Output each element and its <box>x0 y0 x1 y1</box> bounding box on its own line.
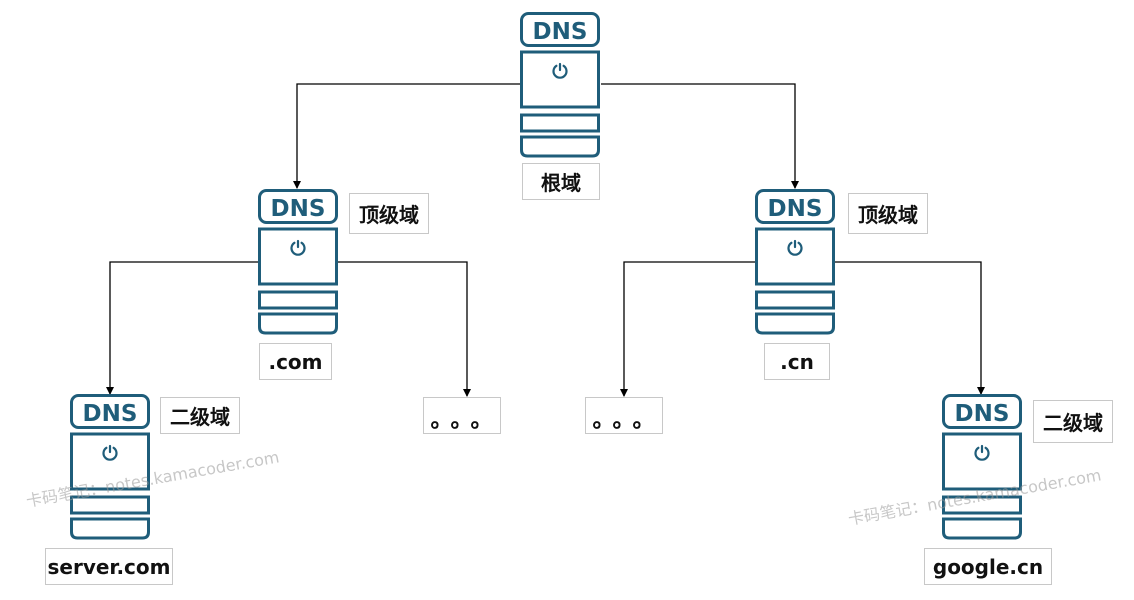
power-icon <box>974 444 990 461</box>
root-dns-server: DNS <box>520 12 600 158</box>
edge-com-to-server <box>106 261 259 395</box>
edge-com-to-ellipsis <box>337 261 471 397</box>
sld-google-label: google.cn <box>924 548 1052 585</box>
tld-cn-level-label: 顶级域 <box>848 193 928 234</box>
root-label: 根域 <box>522 163 600 200</box>
tld-cn-label: .cn <box>764 343 830 380</box>
dns-badge-text: DNS <box>768 196 823 222</box>
ellipsis-box-left: 。。。 <box>423 397 501 434</box>
power-icon <box>290 239 306 256</box>
sld-google-level-label: 二级域 <box>1033 400 1113 443</box>
sld-server-level-label: 二级域 <box>160 397 240 434</box>
power-icon <box>787 239 803 256</box>
tld-cn-dns-server: DNS <box>755 189 835 335</box>
power-icon <box>552 62 568 79</box>
edge-root-to-com <box>293 83 521 189</box>
dns-badge-text: DNS <box>271 196 326 222</box>
dns-badge-text: DNS <box>83 401 138 427</box>
tld-com-label: .com <box>259 343 332 380</box>
ellipsis-box-right: 。。。 <box>585 397 663 434</box>
edges <box>106 83 985 397</box>
sld-server-dns-server: DNS <box>70 394 150 540</box>
tld-com-dns-server: DNS <box>258 189 338 335</box>
tld-com-level-label: 顶级域 <box>349 193 429 234</box>
sld-server-label: server.com <box>45 548 173 585</box>
edge-root-to-cn <box>601 83 799 189</box>
dns-badge-text: DNS <box>955 401 1010 427</box>
sld-google-dns-server: DNS <box>942 394 1022 540</box>
power-icon <box>102 444 118 461</box>
edge-cn-to-google <box>835 261 985 395</box>
edge-cn-to-ellipsis <box>620 261 757 397</box>
dns-badge-text: DNS <box>533 19 588 45</box>
